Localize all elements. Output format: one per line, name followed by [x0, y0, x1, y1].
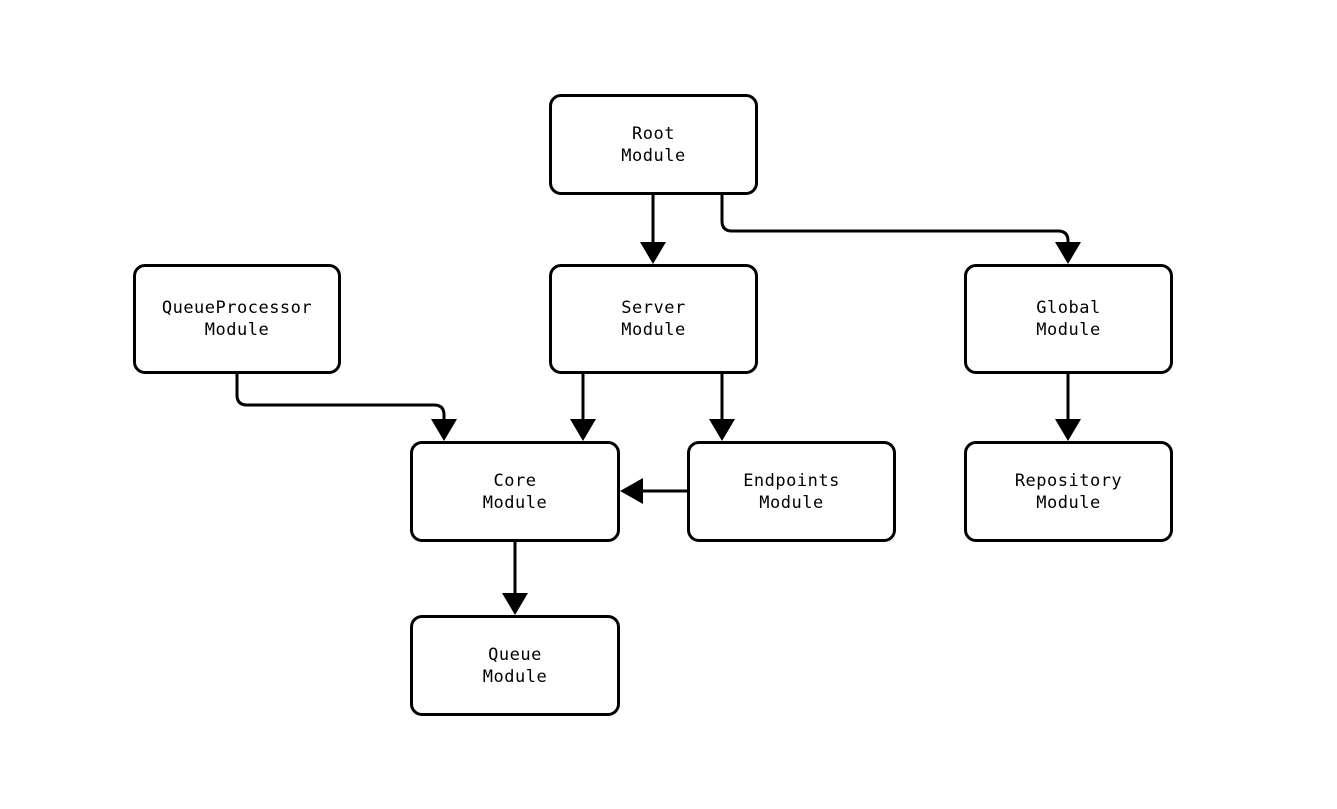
arrowhead-root-to-server — [640, 242, 666, 264]
arrowhead-queueprocessor-to-core — [431, 419, 457, 441]
edge-core-to-queue — [502, 542, 528, 615]
node-core-module-suffix: Module — [482, 492, 548, 513]
node-queueprocessor-module[interactable]: QueueProcessor Module — [133, 264, 341, 374]
edge-path-root-to-global — [720, 195, 1070, 253]
node-endpoints-module-suffix: Module — [759, 492, 824, 513]
node-core-module[interactable]: Core Module — [410, 441, 620, 542]
node-server-module[interactable]: Server Module — [549, 264, 758, 374]
node-queueprocessor-module-suffix: Module — [204, 320, 270, 340]
node-root-module-suffix: Module — [621, 145, 686, 166]
node-queue-module-name: Queue — [488, 644, 542, 665]
node-repository-module-suffix: Module — [1036, 492, 1101, 513]
edge-server-to-endpoints — [709, 374, 735, 441]
node-global-module[interactable]: Global Module — [964, 264, 1173, 374]
edge-global-to-repository — [1055, 374, 1081, 441]
node-queueprocessor-module-name: QueueProcessor — [161, 298, 313, 318]
node-repository-module-name: Repository — [1014, 470, 1123, 491]
node-core-module-name: Core — [493, 470, 537, 491]
node-endpoints-module-name: Endpoints — [743, 470, 840, 491]
node-repository-module[interactable]: Repository Module — [964, 441, 1173, 542]
edge-root-to-server — [640, 195, 666, 264]
arrowhead-endpoints-to-core — [620, 478, 643, 504]
node-queue-module-suffix: Module — [482, 666, 548, 687]
edge-endpoints-to-core — [620, 478, 687, 504]
edge-queueprocessor-to-core — [235, 374, 457, 441]
edge-path-queueprocessor-to-core — [235, 374, 446, 430]
node-server-module-suffix: Module — [621, 320, 686, 340]
arrowhead-root-to-global — [1055, 242, 1081, 264]
node-global-module-name: Global — [1036, 298, 1101, 318]
arrowhead-core-to-queue — [502, 593, 528, 615]
node-root-module-name: Root — [632, 123, 675, 144]
edge-root-to-global — [720, 195, 1081, 264]
node-global-module-suffix: Module — [1036, 320, 1101, 340]
node-queue-module[interactable]: Queue Module — [410, 615, 620, 716]
arrowhead-server-to-endpoints — [709, 419, 735, 441]
arrowhead-global-to-repository — [1055, 419, 1081, 441]
node-endpoints-module[interactable]: Endpoints Module — [687, 441, 896, 542]
arrowhead-server-to-core — [570, 419, 596, 441]
node-server-module-name: Server — [621, 298, 686, 318]
node-root-module[interactable]: Root Module — [549, 94, 758, 195]
edge-server-to-core — [570, 374, 596, 441]
